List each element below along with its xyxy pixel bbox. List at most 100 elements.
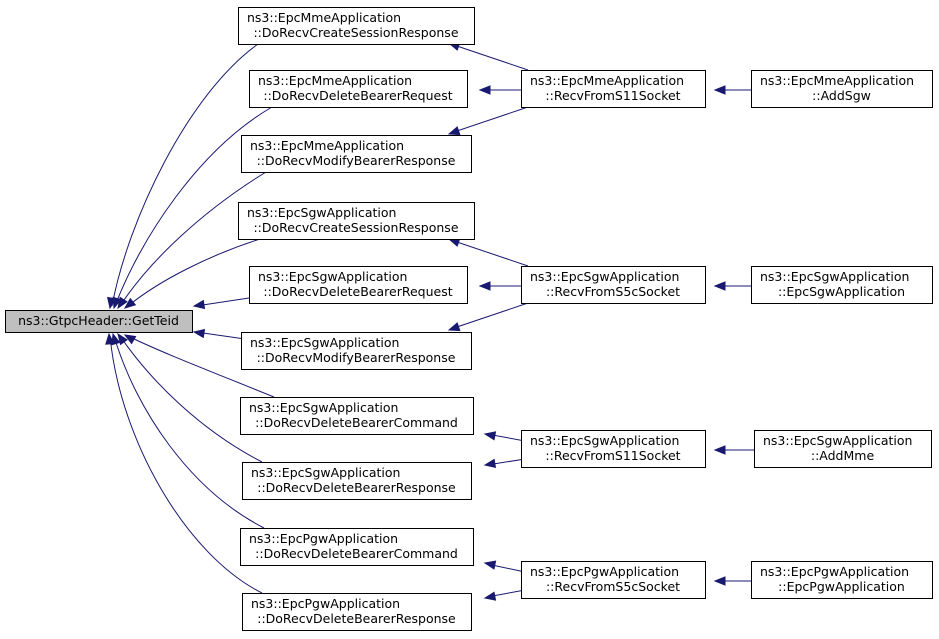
edge-line [450, 239, 529, 267]
edge-mme-modify-to-root [117, 171, 267, 310]
edge-mme-create-to-root [106, 43, 259, 310]
edge-sgw-ctor-to-sgw-recv-s5c [713, 281, 751, 291]
edge-pgw-delresp-to-root [105, 332, 263, 594]
node-sgw-recv-s11[interactable]: ns3::EpcSgwApplication::RecvFromS11Socke… [521, 430, 706, 468]
node-pgw-delcmd[interactable]: ns3::EpcPgwApplication::DoRecvDeleteBear… [240, 528, 474, 566]
node-sgw-modify[interactable]: ns3::EpcSgwApplication::DoRecvModifyBear… [241, 332, 472, 370]
node-box [521, 430, 706, 468]
edge-line [109, 335, 263, 594]
node-label-line: ::AddSgw [812, 88, 871, 103]
edge-sgw-recv-s11-to-sgw-delcmd [483, 431, 526, 442]
node-label-line: ::RecvFromS11Socket [545, 88, 680, 103]
arrowhead [192, 328, 206, 339]
edge-line [111, 43, 259, 307]
node-box [521, 266, 706, 304]
node-box [249, 70, 468, 108]
node-sgw-ctor[interactable]: ns3::EpcSgwApplication::EpcSgwApplicatio… [751, 266, 933, 304]
node-box [521, 561, 706, 599]
node-label-line: ::AddMme [811, 448, 875, 463]
node-label-line: ns3::EpcSgwApplication [250, 335, 399, 350]
node-mme-modify[interactable]: ns3::EpcMmeApplication::DoRecvModifyBear… [241, 135, 472, 173]
node-label-line: ::RecvFromS5cSocket [546, 284, 680, 299]
node-box [240, 397, 474, 435]
edge-line [114, 106, 273, 307]
node-box [241, 135, 472, 173]
node-label-line: ns3::EpcMmeApplication [530, 73, 684, 88]
node-sgw-recv-s5c[interactable]: ns3::EpcSgwApplication::RecvFromS5cSocke… [521, 266, 706, 304]
arrowhead [112, 296, 122, 310]
node-label-line: ::EpcSgwApplication [778, 284, 905, 299]
node-mme-addsgw[interactable]: ns3::EpcMmeApplication::AddSgw [751, 70, 933, 108]
edge-mme-addsgw-to-mme-recv [713, 85, 751, 95]
node-label-line: ns3::EpcMmeApplication [258, 73, 412, 88]
arrowhead [447, 126, 461, 136]
node-label-line: ns3::EpcPgwApplication [251, 596, 400, 611]
edge-line [127, 335, 275, 398]
node-label-line: ::DoRecvDeleteBearerCommand [255, 415, 458, 430]
node-pgw-recv[interactable]: ns3::EpcPgwApplication::RecvFromS5cSocke… [521, 561, 706, 599]
edge-line [113, 335, 265, 529]
node-label-line: ns3::EpcPgwApplication [249, 531, 398, 546]
node-label-line: ns3::EpcSgwApplication [763, 433, 912, 448]
node-label-line: ::EpcPgwApplication [778, 579, 905, 594]
node-sgw-delresp[interactable]: ns3::EpcSgwApplication::DoRecvDeleteBear… [242, 462, 472, 500]
node-label-line: ns3::EpcPgwApplication [760, 564, 909, 579]
node-label-line: ::DoRecvDeleteBearerRequest [263, 88, 452, 103]
node-sgw-delreq[interactable]: ns3::EpcSgwApplication::DoRecvDeleteBear… [249, 266, 468, 304]
arrowhead [478, 85, 491, 95]
edge-sgw-recv-s5c-to-sgw-delreq [478, 281, 521, 291]
node-box [238, 7, 475, 45]
arrowhead [713, 576, 726, 586]
edge-line [119, 171, 267, 307]
edges-layer [105, 41, 754, 601]
node-box [240, 528, 474, 566]
node-box [751, 70, 933, 108]
node-label-line: ns3::EpcSgwApplication [247, 205, 396, 220]
arrowhead [713, 85, 726, 95]
node-pgw-delresp[interactable]: ns3::EpcPgwApplication::DoRecvDeleteBear… [242, 593, 472, 631]
arrowhead [192, 299, 206, 310]
edge-mme-recv-to-mme-create [447, 41, 529, 71]
edge-mme-recv-to-mme-modify [447, 106, 529, 136]
edge-line [450, 302, 529, 330]
node-box [751, 266, 933, 304]
edge-mme-recv-to-mme-delreq [478, 85, 521, 95]
node-label-line: ns3::EpcSgwApplication [530, 269, 679, 284]
arrowhead [478, 281, 491, 291]
node-box [242, 462, 472, 500]
node-label-line: ns3::EpcSgwApplication [249, 400, 398, 415]
node-label-line: ::RecvFromS11Socket [545, 448, 680, 463]
node-box [241, 332, 472, 370]
arrowhead [483, 591, 497, 601]
node-label-line: ::DoRecvModifyBearerResponse [257, 350, 456, 365]
node-mme-recv[interactable]: ns3::EpcMmeApplication::RecvFromS11Socke… [521, 70, 706, 108]
edge-line [450, 106, 529, 134]
node-root[interactable]: ns3::GtpcHeader::GetTeid [5, 310, 193, 333]
node-sgw-create[interactable]: ns3::EpcSgwApplication::DoRecvCreateSess… [238, 202, 475, 240]
edge-pgw-ctor-to-pgw-recv [713, 576, 751, 586]
arrowhead [123, 334, 137, 345]
node-label-line: ::DoRecvModifyBearerResponse [257, 153, 456, 168]
edge-sgw-delresp-to-root [117, 332, 263, 463]
node-box [521, 70, 706, 108]
node-box [238, 202, 475, 240]
node-label-line: ns3::EpcMmeApplication [250, 138, 404, 153]
node-box [5, 310, 193, 333]
node-mme-delreq[interactable]: ns3::EpcMmeApplication::DoRecvDeleteBear… [249, 70, 468, 108]
edge-mme-delreq-to-root [112, 106, 273, 310]
node-label-line: ns3::EpcMmeApplication [760, 73, 914, 88]
node-pgw-ctor[interactable]: ns3::EpcPgwApplication::EpcPgwApplicatio… [751, 561, 933, 599]
node-sgw-delcmd[interactable]: ns3::EpcSgwApplication::DoRecvDeleteBear… [240, 397, 474, 435]
node-label-line: ns3::GtpcHeader::GetTeid [18, 313, 179, 328]
node-label-line: ::DoRecvDeleteBearerResponse [257, 611, 456, 626]
edge-sgw-delreq-to-root [192, 297, 250, 310]
edge-pgw-recv-to-pgw-delcmd [483, 560, 526, 573]
node-label-line: ::DoRecvDeleteBearerCommand [255, 546, 458, 561]
node-label-line: ns3::EpcSgwApplication [258, 269, 407, 284]
node-label-line: ::DoRecvCreateSessionResponse [253, 220, 458, 235]
node-sgw-addmme[interactable]: ns3::EpcSgwApplication::AddMme [754, 430, 932, 468]
arrowhead [713, 445, 726, 455]
node-mme-create[interactable]: ns3::EpcMmeApplication::DoRecvCreateSess… [238, 7, 475, 45]
node-label-line: ns3::EpcSgwApplication [251, 465, 400, 480]
